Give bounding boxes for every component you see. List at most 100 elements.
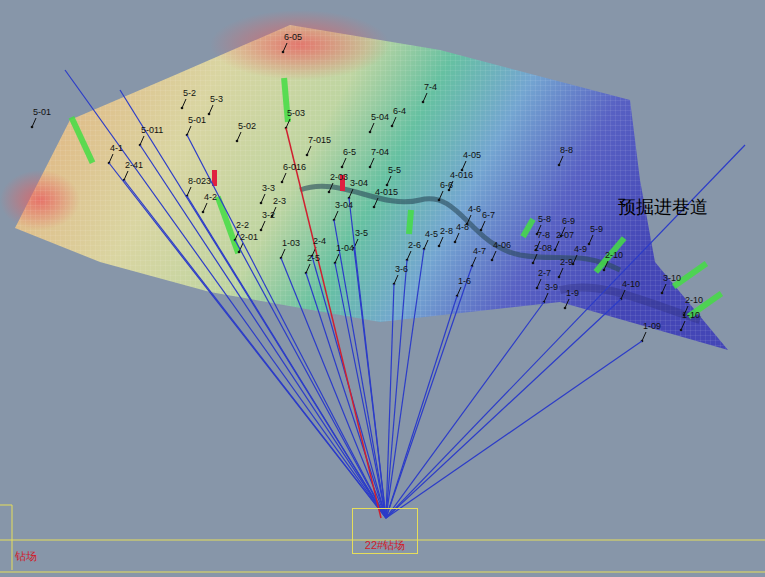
- borehole-tick: [565, 299, 569, 308]
- borehole-label: 5-2: [183, 88, 196, 98]
- borehole-tick: [307, 146, 311, 155]
- borehole-tick: [681, 321, 685, 330]
- borehole-label: 2-08: [534, 243, 552, 253]
- borehole-tick: [457, 287, 461, 296]
- borehole-tick: [203, 203, 207, 212]
- borehole-tick: [283, 43, 287, 52]
- borehole-label: 2-7: [538, 268, 551, 278]
- borehole-label: 6-016: [283, 162, 306, 172]
- borehole-point: [31, 126, 34, 129]
- drill-site-box: 22#钻场: [352, 508, 418, 554]
- borehole-point: [386, 184, 389, 187]
- roadway-label: 预掘进巷道: [618, 196, 708, 218]
- borehole-tick: [621, 290, 625, 299]
- borehole-label: 2-2: [236, 220, 249, 230]
- borehole-point: [202, 211, 205, 214]
- borehole-tick: [462, 161, 466, 170]
- drill-hole: [386, 284, 394, 518]
- borehole-tick: [124, 171, 128, 180]
- borehole-label: 4-9: [574, 244, 587, 254]
- borehole-point: [208, 113, 211, 116]
- borehole-label: 1-09: [643, 321, 661, 331]
- borehole-tick: [394, 275, 398, 284]
- borehole-label: 1-03: [282, 238, 300, 248]
- borehole-label: 4-8: [456, 222, 469, 232]
- borehole-tick: [306, 264, 310, 273]
- borehole-label: 5-02: [238, 121, 256, 131]
- borehole-point: [181, 107, 184, 110]
- borehole-tick: [492, 251, 496, 260]
- borehole-tick: [544, 293, 548, 302]
- borehole-label: 2-10: [685, 295, 703, 305]
- borehole-label: 4-5: [425, 229, 438, 239]
- borehole-label: 8-023: [188, 176, 211, 186]
- borehole-label: 7-015: [308, 135, 331, 145]
- drill-site-name: 22#钻场: [353, 539, 417, 552]
- borehole-point: [238, 251, 241, 254]
- borehole-point: [438, 199, 441, 202]
- borehole-label: 4-2: [204, 192, 217, 202]
- borehole-tick: [559, 156, 563, 165]
- drill-hole: [187, 135, 386, 518]
- borehole-tick: [334, 211, 338, 220]
- borehole-tick: [392, 117, 396, 126]
- borehole-tick: [472, 257, 476, 266]
- borehole-label: 4-05: [463, 150, 481, 160]
- drill-hole: [386, 249, 424, 518]
- borehole-label: 1-10: [682, 310, 700, 320]
- drill-hole: [306, 273, 386, 518]
- borehole-tick: [237, 132, 241, 141]
- drill-hole: [386, 302, 544, 518]
- borehole-point: [282, 51, 285, 54]
- borehole-tick: [374, 198, 378, 207]
- borehole-tick: [573, 255, 577, 264]
- borehole-label: 1-9: [566, 288, 579, 298]
- borehole-point: [281, 181, 284, 184]
- borehole-label: 1-04: [336, 243, 354, 253]
- borehole-point: [341, 166, 344, 169]
- borehole-tick: [187, 187, 191, 196]
- borehole-tick: [261, 221, 265, 230]
- borehole-point: [391, 125, 394, 128]
- borehole-label: 4-10: [622, 279, 640, 289]
- borehole-label: 3-04: [350, 178, 368, 188]
- borehole-point: [588, 243, 591, 246]
- borehole-tick: [282, 173, 286, 182]
- drill-hole: [286, 128, 381, 518]
- borehole-label: 5-04: [371, 112, 389, 122]
- borehole-label: 4-06: [493, 240, 511, 250]
- borehole-point: [422, 101, 425, 104]
- borehole-point: [564, 307, 567, 310]
- borehole-point: [491, 259, 494, 262]
- drill-hole: [65, 70, 386, 518]
- borehole-label: 2-41: [125, 160, 143, 170]
- borehole-tick: [559, 268, 563, 277]
- borehole-tick: [187, 126, 191, 135]
- borehole-label: 6-05: [284, 32, 302, 42]
- borehole-label: 6-4: [393, 106, 406, 116]
- borehole-tick: [370, 158, 374, 167]
- borehole-tick: [140, 136, 144, 145]
- borehole-tick: [455, 233, 459, 242]
- borehole-tick: [209, 105, 213, 114]
- borehole-label: 1-6: [458, 276, 471, 286]
- borehole-label: 4-1: [110, 143, 123, 153]
- borehole-label: 2-07: [556, 230, 574, 240]
- borehole-label: 2-03: [330, 172, 348, 182]
- borehole-label: 2-4: [313, 236, 326, 246]
- drill-hole: [109, 163, 386, 518]
- borehole-tick: [642, 332, 646, 341]
- borehole-label: 2-8: [440, 226, 453, 236]
- borehole-tick: [32, 118, 36, 127]
- borehole-label: 6-9: [562, 216, 575, 226]
- borehole-label: 5-011: [141, 125, 163, 135]
- borehole-point: [558, 276, 561, 279]
- borehole-point: [661, 292, 664, 295]
- borehole-label: 7-4: [424, 82, 437, 92]
- borehole-tick: [589, 235, 593, 244]
- borehole-point: [369, 166, 372, 169]
- borehole-label: 2-01: [240, 232, 258, 242]
- borehole-point: [454, 241, 457, 244]
- borehole-label: 3-9: [545, 282, 558, 292]
- borehole-point: [260, 229, 263, 232]
